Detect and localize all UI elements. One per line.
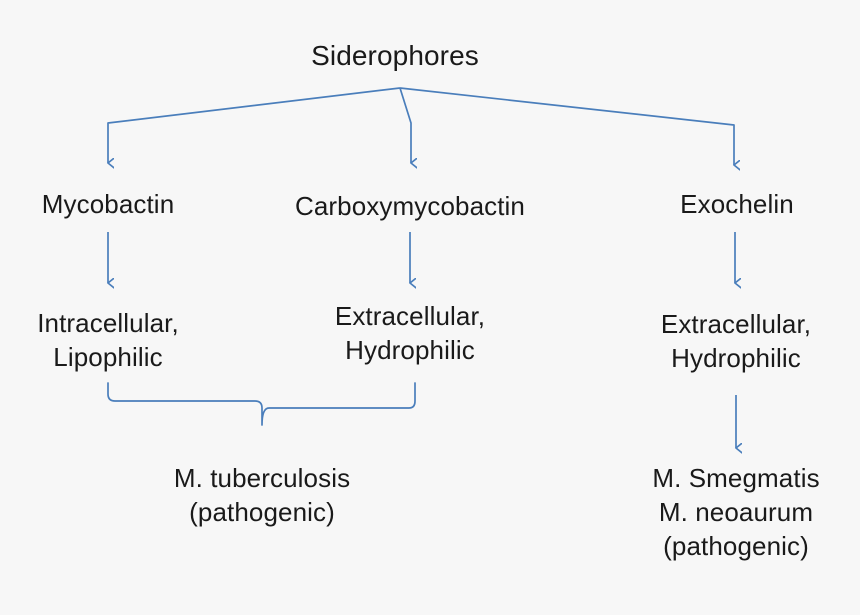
node-exochelin: Exochelin [680, 189, 794, 219]
root-fanout-connector [107, 87, 734, 165]
root-to-exochelin-arrow [399, 87, 734, 165]
node-mycobactin-properties: Intracellular, Lipophilic [37, 308, 179, 372]
root-to-mycobactin-arrow [107, 87, 401, 163]
node-exochelin-properties: Extracellular, Hydrophilic [660, 309, 812, 373]
group-brace [107, 382, 416, 426]
node-exochelin-organism: M. Smegmatis M. neoaurum (pathogenic) [652, 463, 820, 561]
root-node-siderophores: Siderophores [311, 40, 479, 71]
node-grouped-organism: M. tuberculosis (pathogenic) [173, 463, 351, 527]
root-to-carboxymycobactin-arrow [399, 87, 411, 163]
node-mycobactin: Mycobactin [41, 189, 175, 219]
node-carboxymycobactin: Carboxymycobactin [294, 191, 525, 221]
node-carboxymycobactin-properties: Extracellular, Hydrophilic [334, 301, 486, 365]
